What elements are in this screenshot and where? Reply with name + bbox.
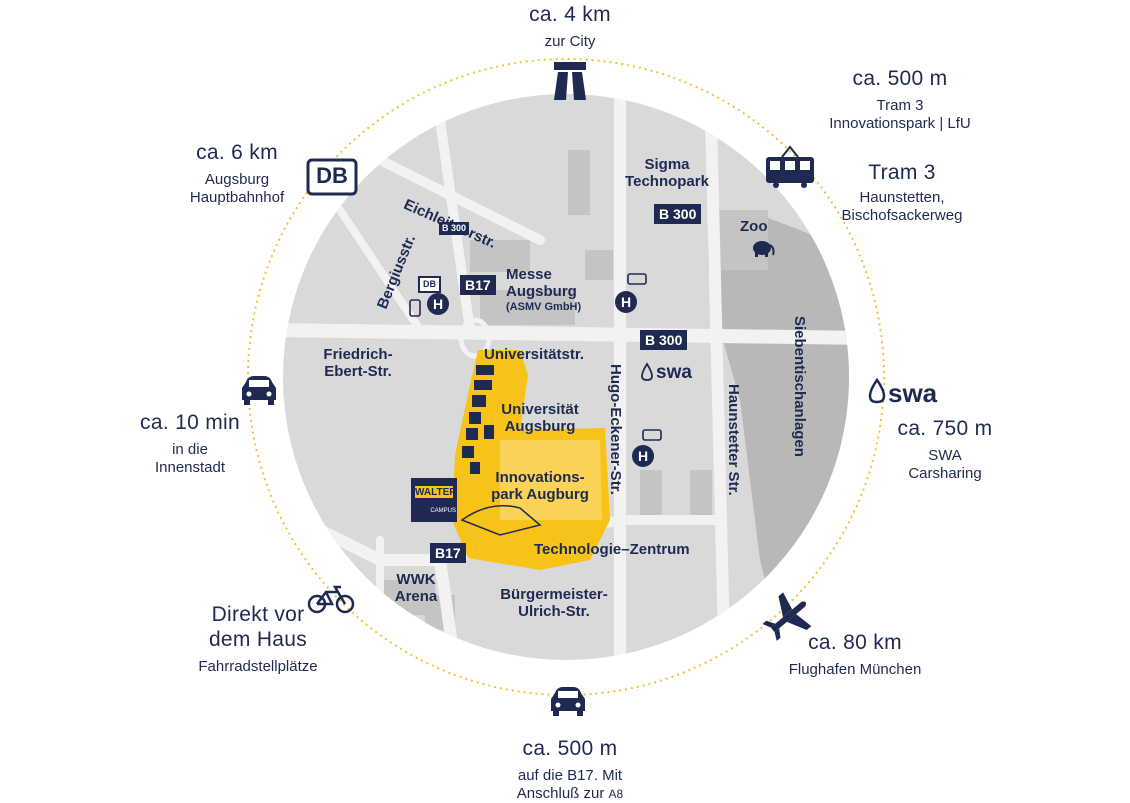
street-siebentisch: Siebentischanlagen xyxy=(791,316,808,457)
place-messe-2: Augsburg xyxy=(506,283,577,301)
bike-desc: Fahrradstellplätze xyxy=(198,658,318,676)
bus-stop-icon xyxy=(427,291,654,467)
b17-label: ca. 500 m auf die B17. Mit Anschluß zur … xyxy=(490,736,650,803)
hbf-distance: ca. 6 km xyxy=(196,141,278,164)
place-sigma-1: Sigma xyxy=(644,156,690,173)
street-hugo: Hugo-Eckener-Str. xyxy=(607,364,624,495)
street-buergermeister-1: Bürgermeister- xyxy=(500,586,608,603)
bicycle-icon xyxy=(307,585,355,614)
street-friedrich: Friedrich- Ebert-Str. xyxy=(312,346,404,381)
db-logo xyxy=(306,158,358,196)
tram-distance: ca. 500 m xyxy=(852,67,948,90)
city-car-line1: in die xyxy=(172,441,208,459)
b17-line2b: A8 xyxy=(608,787,624,802)
street-buergermeister: Bürgermeister- Ulrich-Str. xyxy=(484,586,624,621)
car-icon xyxy=(242,376,276,405)
place-uni: Universität Augsburg xyxy=(490,401,590,436)
walter-logo-text: WALTER xyxy=(415,487,457,498)
place-innovationspark: Innovations- park Augburg xyxy=(480,469,600,504)
city-car-line2: Innenstadt xyxy=(154,459,226,477)
swa-brand-small: swa xyxy=(656,362,692,383)
zoo-icon xyxy=(753,241,775,257)
walter-logo xyxy=(411,478,457,522)
swa-distance: ca. 750 m xyxy=(897,417,993,440)
bus-stop-label: H xyxy=(637,448,649,464)
badge-b17-top: B17 xyxy=(460,275,496,295)
tram-icon xyxy=(766,145,814,188)
street-friedrich-1: Friedrich- xyxy=(323,346,393,363)
swa-label: ca. 750 m SWA Carsharing xyxy=(880,416,1010,483)
swa-drop-icon xyxy=(868,377,886,404)
tram-stop: Innovationspark | LfU xyxy=(829,115,971,133)
bike-line1: Direkt vor xyxy=(211,603,305,626)
place-sigma-2: Technopark xyxy=(625,173,709,191)
airport-label: ca. 80 km Flughafen München xyxy=(770,630,940,679)
badge-db-small: DB xyxy=(418,276,441,293)
city-car-label: ca. 10 min in die Innenstadt xyxy=(125,410,255,477)
place-innov-2: park Augburg xyxy=(491,486,589,504)
badge-b17-bottom: B17 xyxy=(430,543,466,563)
street-buergermeister-2: Ulrich-Str. xyxy=(518,603,590,621)
bus-stop-label: H xyxy=(620,294,632,310)
place-wwk-2: Arena xyxy=(394,588,438,606)
place-uni-1: Universität xyxy=(501,401,579,418)
b17-line2a: Anschluß zur xyxy=(516,785,605,803)
airport-desc: Flughafen München xyxy=(788,661,922,679)
city-car-distance: ca. 10 min xyxy=(140,411,240,434)
badge-b300-small: B 300 xyxy=(439,222,470,235)
airport-distance: ca. 80 km xyxy=(808,631,902,654)
place-wwk-1: WWK xyxy=(396,571,436,588)
place-zoo: Zoo xyxy=(740,218,768,235)
hbf-line2: Hauptbahnhof xyxy=(189,189,285,207)
car-icon xyxy=(551,687,585,716)
bike-line2: dem Haus xyxy=(208,628,308,652)
place-wwk: WWK Arena xyxy=(386,571,446,606)
place-uni-2: Augsburg xyxy=(504,418,576,436)
street-universitaet: Universitätstr. xyxy=(484,346,585,363)
badge-b300-mid: B 300 xyxy=(640,330,688,350)
place-messe: Messe Augsburg (ASMV GmbH) xyxy=(506,266,581,313)
b17-line1: auf die B17. Mit xyxy=(517,767,623,785)
tram3-title: Tram 3 xyxy=(868,161,936,184)
top-label: ca. 4 km zur City xyxy=(500,2,640,51)
tram-line: Tram 3 xyxy=(876,97,924,115)
swa-brand: swa xyxy=(888,378,938,408)
swa-line2: Carsharing xyxy=(908,465,982,483)
street-friedrich-2: Ebert-Str. xyxy=(324,363,392,381)
place-messe-1: Messe xyxy=(506,266,552,283)
bike-label: Direkt vor dem Haus Fahrradstellplätze xyxy=(160,602,356,676)
top-distance: ca. 4 km xyxy=(529,3,611,26)
tram3-label: Tram 3 Haunstetten, Bischofsackerweg xyxy=(818,160,986,225)
top-desc: zur City xyxy=(544,33,596,51)
walter-logo-sub: CAMPUS xyxy=(430,508,456,514)
hbf-line1: Augsburg xyxy=(204,171,270,189)
place-sigma: Sigma Technopark xyxy=(612,156,722,191)
airplane-icon xyxy=(762,592,812,641)
db-brand: DB xyxy=(316,163,348,188)
badge-b300-top: B 300 xyxy=(654,204,702,224)
street-haunstetter: Haunstetter Str. xyxy=(725,384,742,496)
place-innov-1: Innovations- xyxy=(495,469,585,486)
b17-distance: ca. 500 m xyxy=(522,737,618,760)
place-tz: Technologie–Zentrum xyxy=(534,541,690,558)
swa-line1: SWA xyxy=(928,447,962,465)
tram-500-label: ca. 500 m Tram 3 Innovationspark | LfU xyxy=(800,66,1000,133)
tram3-line1: Haunstetten, xyxy=(859,189,945,207)
tram3-line2: Bischofsackerweg xyxy=(841,207,963,225)
bus-stop-label: H xyxy=(432,296,444,312)
place-messe-3: (ASMV GmbH) xyxy=(506,300,582,313)
hbf-label: ca. 6 km Augsburg Hauptbahnhof xyxy=(168,140,306,207)
highway-icon xyxy=(554,62,586,100)
